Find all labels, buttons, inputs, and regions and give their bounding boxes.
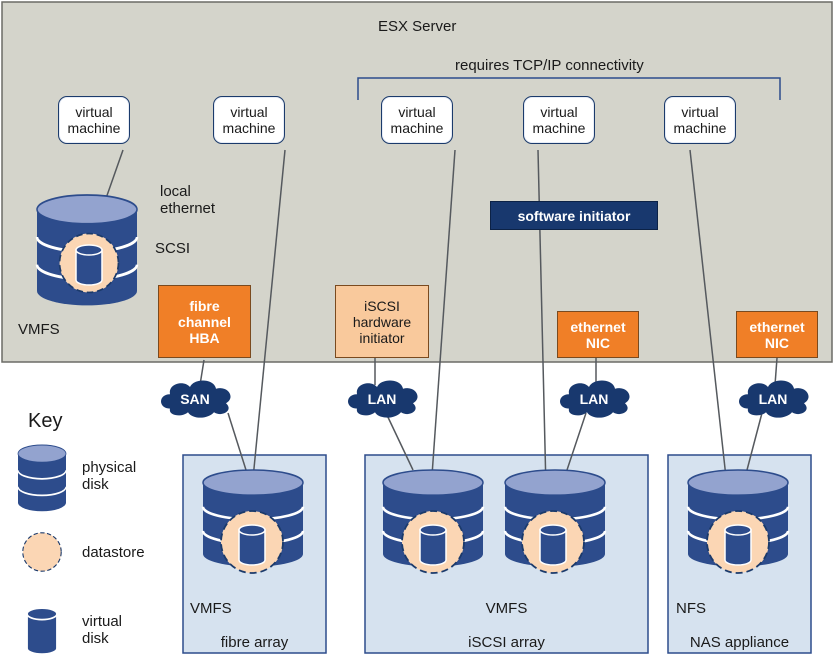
lan-label-1: LAN <box>367 391 397 407</box>
vm-label: virtual machine <box>673 104 727 136</box>
software-initiator[interactable]: software initiator <box>490 201 658 230</box>
nas-virtual-disk <box>724 524 752 566</box>
nas-fs-label: NFS <box>676 600 706 617</box>
local-ethernet-label: local ethernet <box>160 183 216 217</box>
tcp-ip-note: requires TCP/IP connectivity <box>455 57 644 74</box>
vm-label: virtual machine <box>532 104 586 136</box>
lan-label-3: LAN <box>758 391 788 407</box>
ethernet-nic-2[interactable]: ethernet NIC <box>736 311 818 358</box>
lan-label-2: LAN <box>579 391 609 407</box>
vm-label: virtual machine <box>390 104 444 136</box>
local-virtual-disk <box>75 244 103 286</box>
virtual-machine-3[interactable]: virtual machine <box>381 96 453 144</box>
virtual-machine-4[interactable]: virtual machine <box>523 96 595 144</box>
key-physical-disk-label: physical disk <box>82 459 137 493</box>
iscsi-fs-label: VMFS <box>485 600 528 617</box>
ethernet-nic-1[interactable]: ethernet NIC <box>557 311 639 358</box>
iscsi-hardware-initiator[interactable]: iSCSI hardware initiator <box>335 285 429 358</box>
key-datastore-label: datastore <box>82 544 145 561</box>
key-virtual-disk-icon <box>26 607 58 656</box>
scsi-label: SCSI <box>155 240 191 257</box>
iscsi-array-label: iSCSI array <box>468 634 545 651</box>
fibre-array-label: fibre array <box>220 634 289 651</box>
iscsi-virtual-disk-2 <box>539 524 567 566</box>
fibre-channel-hba[interactable]: fibre channel HBA <box>158 285 251 358</box>
key-virtual-disk-label: virtual disk <box>82 613 123 647</box>
vm-label: virtual machine <box>222 104 276 136</box>
virtual-machine-1[interactable]: virtual machine <box>58 96 130 144</box>
local-vmfs-label: VMFS <box>18 321 60 338</box>
key-title: Key <box>28 410 63 432</box>
virtual-machine-5[interactable]: virtual machine <box>664 96 736 144</box>
virtual-machine-2[interactable]: virtual machine <box>213 96 285 144</box>
iscsi-virtual-disk-1 <box>419 524 447 566</box>
key-datastore-icon <box>22 532 62 572</box>
san-label: SAN <box>180 391 210 407</box>
key-physical-disk-icon <box>17 444 67 513</box>
esx-server-title: ESX Server <box>378 18 457 35</box>
fibre-fs-label: VMFS <box>190 600 232 617</box>
tcp-bracket <box>357 77 781 100</box>
vm-label: virtual machine <box>67 104 121 136</box>
nas-appliance-label: NAS appliance <box>689 634 790 651</box>
fibre-virtual-disk <box>238 524 266 566</box>
